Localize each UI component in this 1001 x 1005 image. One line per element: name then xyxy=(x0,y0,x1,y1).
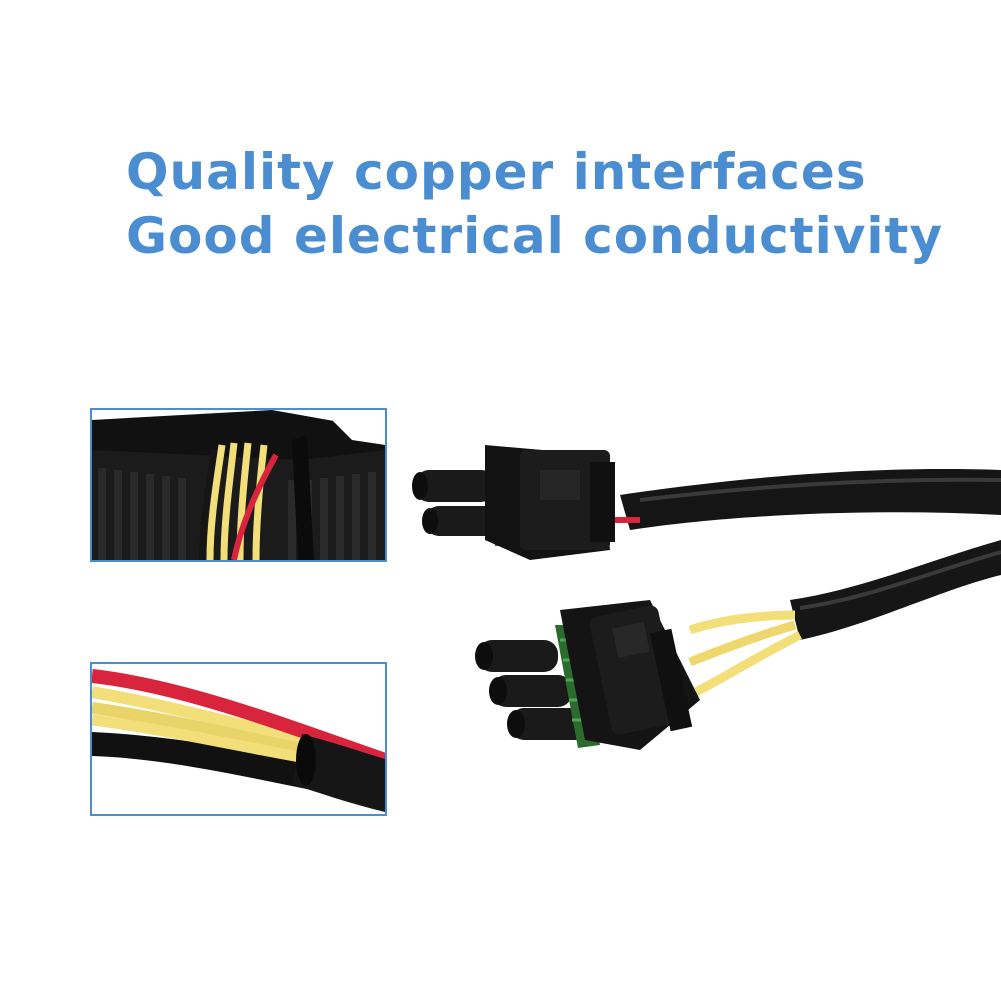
lower-connector xyxy=(475,600,700,750)
terminal-block-illustration xyxy=(92,410,385,560)
wire-bundle-closeup xyxy=(90,662,387,816)
headline-line-1: Quality copper interfaces xyxy=(126,143,867,201)
wire-bundle-illustration xyxy=(92,664,385,814)
terminal-block-closeup xyxy=(90,408,387,562)
headline-line-2: Good electrical conductivity xyxy=(126,207,944,265)
upper-connector xyxy=(412,445,615,560)
headline: Quality copper interfaces Good electrica… xyxy=(126,140,943,268)
